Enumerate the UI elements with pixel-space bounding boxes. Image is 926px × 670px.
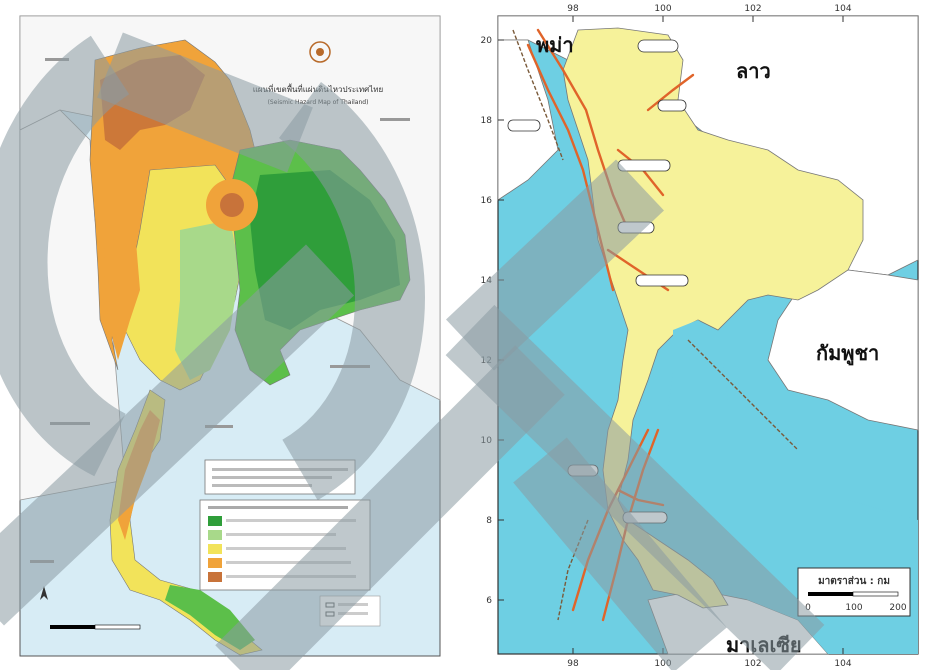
scale-bar-segment xyxy=(94,624,141,630)
legend-swatch-4 xyxy=(208,572,222,582)
info-line-2 xyxy=(212,476,332,479)
tick-label: 98 xyxy=(567,4,579,14)
place-tag xyxy=(657,99,687,112)
legend-swatch-2 xyxy=(208,544,222,554)
legend-text-0 xyxy=(226,519,356,522)
legend-text-4 xyxy=(226,575,356,578)
place-label xyxy=(30,560,54,563)
place-tag xyxy=(637,39,679,53)
logo-seal-center xyxy=(316,48,324,56)
scale-bar-segment xyxy=(852,591,899,597)
tick-label: 12 xyxy=(481,356,492,366)
seismic-hazard-map: แผนที่เขตพื้นที่แผ่นดินไหวประเทศไทย (Sei… xyxy=(0,0,458,670)
place-tag xyxy=(617,159,671,172)
place-tag xyxy=(622,511,668,524)
place-label xyxy=(330,365,370,368)
place-label xyxy=(205,425,233,428)
fault-map: พม่า ลาว กัมพูชา มาเลเซีย มาตราส่วน : กม… xyxy=(468,0,926,670)
tick-label: 100 xyxy=(654,4,671,14)
tick-label: 14 xyxy=(481,276,493,286)
map-title-en: (Seismic Hazard Map of Thailand) xyxy=(268,99,369,106)
top-ticks: 98 100 102 104 xyxy=(567,4,852,22)
seismic-hazard-map-svg: แผนที่เขตพื้นที่แผ่นดินไหวประเทศไทย (Sei… xyxy=(0,0,458,670)
label-burma: พม่า xyxy=(536,33,574,57)
fault-map-svg: พม่า ลาว กัมพูชา มาเลเซีย มาตราส่วน : กม… xyxy=(468,0,926,670)
hotspot-core xyxy=(220,193,244,217)
tick-label: 104 xyxy=(834,4,851,14)
tick-label: 102 xyxy=(744,4,761,14)
legend-swatch-3 xyxy=(208,558,222,568)
tick-label: 102 xyxy=(744,659,761,669)
place-tag xyxy=(635,274,689,287)
fault-line-dashed xyxy=(512,29,564,161)
tick-label: 98 xyxy=(567,659,579,669)
legend-text-1 xyxy=(226,533,336,536)
tick-label: 100 xyxy=(654,659,671,669)
symbol-text-1 xyxy=(338,603,368,606)
legend-swatch-1 xyxy=(208,530,222,540)
legend-swatch-0 xyxy=(208,516,222,526)
info-line-1 xyxy=(212,468,348,471)
tick-label: 20 xyxy=(481,36,493,46)
label-malaysia: มาเลเซีย xyxy=(726,633,802,657)
label-laos: ลาว xyxy=(736,59,771,83)
map-title-th: แผนที่เขตพื้นที่แผ่นดินไหวประเทศไทย xyxy=(253,83,384,94)
scale-title: มาตราส่วน : กม xyxy=(818,575,890,587)
place-label xyxy=(45,58,69,61)
tick-label: 10 xyxy=(481,436,493,446)
symbol-legend xyxy=(319,595,381,627)
place-tag xyxy=(617,221,655,234)
tick-label: 6 xyxy=(486,596,492,606)
tick-label: 8 xyxy=(486,516,492,526)
tick-label: 18 xyxy=(481,116,493,126)
fault-line xyxy=(646,73,695,112)
symbol-text-2 xyxy=(338,612,368,615)
label-cambodia: กัมพูชา xyxy=(816,341,879,367)
legend-text-2 xyxy=(226,547,346,550)
legend-header-line xyxy=(208,506,348,509)
place-label xyxy=(50,422,90,425)
scale-label-0: 0 xyxy=(805,603,811,613)
place-tag xyxy=(507,119,541,132)
scale-label-200: 200 xyxy=(889,603,906,613)
place-tag xyxy=(567,464,599,477)
legend-text-3 xyxy=(226,561,351,564)
info-line-3 xyxy=(212,484,312,487)
place-label xyxy=(380,118,410,121)
scale-label-100: 100 xyxy=(845,603,862,613)
tick-label: 16 xyxy=(481,196,493,206)
tick-label: 104 xyxy=(834,659,851,669)
